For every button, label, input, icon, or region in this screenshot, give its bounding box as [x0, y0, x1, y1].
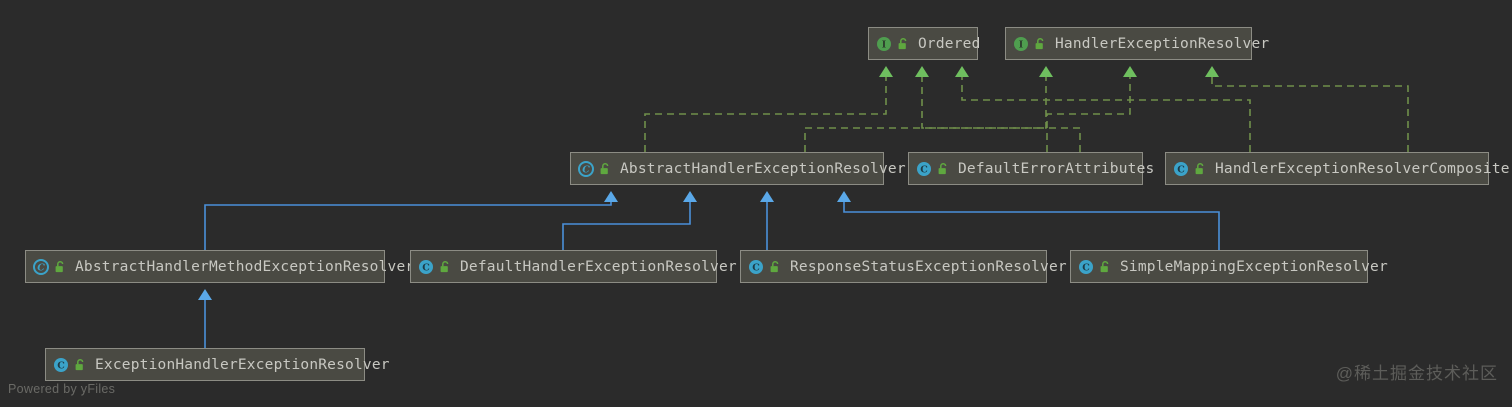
class-node-simple-mapping-exception-resolver[interactable]: C SimpleMappingExceptionResolver	[1070, 250, 1388, 283]
class-node-label: ResponseStatusExceptionResolver	[790, 258, 1067, 275]
edge-arrowhead	[1205, 66, 1219, 77]
edge-smer-to-ahe	[837, 191, 1220, 250]
unlocked-lock-icon	[1195, 162, 1204, 174]
class-node-default-handler-exception-resolver[interactable]: C DefaultHandlerExceptionResolver	[410, 250, 737, 283]
unlocked-lock-icon	[55, 260, 64, 272]
edge-arrowhead	[955, 66, 969, 77]
edge-arrowhead	[915, 66, 929, 77]
svg-text:C: C	[37, 262, 45, 273]
edge-line	[961, 77, 1251, 152]
class-node-handler-exception-resolver[interactable]: I HandlerExceptionResolver	[1005, 27, 1269, 60]
node-icon-group: C	[748, 259, 782, 275]
edge-arrowhead	[837, 191, 851, 202]
svg-text:C: C	[1177, 164, 1185, 175]
edge-arrowhead	[1039, 66, 1053, 77]
svg-text:C: C	[57, 360, 65, 371]
edge-ahe-to-ordered	[644, 66, 893, 152]
yfiles-watermark: Powered by yFiles	[8, 382, 116, 396]
class-icon: C	[54, 357, 68, 372]
edge-line	[804, 77, 1047, 152]
edge-rser-to-ahe	[760, 191, 774, 250]
edge-line	[843, 202, 1220, 250]
class-node-response-status-exception-resolver[interactable]: C ResponseStatusExceptionResolver	[740, 250, 1067, 283]
edge-arrowhead	[198, 289, 212, 300]
brand-watermark: @稀土掘金技术社区	[1335, 364, 1498, 383]
edge-eher-to-ahmer	[198, 289, 212, 348]
edge-line	[204, 202, 612, 250]
edge-ahe-to-her	[804, 66, 1053, 152]
class-node-label: DefaultErrorAttributes	[958, 160, 1155, 177]
class-node-label: ExceptionHandlerExceptionResolver	[95, 356, 390, 373]
edge-arrowhead	[879, 66, 893, 77]
class-node-label: HandlerExceptionResolver	[1055, 35, 1270, 52]
edge-herc-to-ordered	[955, 66, 1251, 152]
class-node-handler-exception-resolver-composite[interactable]: C HandlerExceptionResolverComposite	[1165, 152, 1509, 185]
unlocked-lock-icon	[600, 162, 609, 174]
class-icon: C	[1174, 161, 1188, 176]
edge-ahmer-to-ahe	[204, 191, 618, 250]
class-node-label: DefaultHandlerExceptionResolver	[460, 258, 737, 275]
class-node-label: AbstractHandlerMethodExceptionResolver	[75, 258, 415, 275]
class-node-default-error-attributes[interactable]: C DefaultErrorAttributes	[908, 152, 1154, 185]
edge-arrowhead	[683, 191, 697, 202]
class-node-exception-handler-exception-resolver[interactable]: C ExceptionHandlerExceptionResolver	[45, 348, 389, 381]
edge-line	[1211, 77, 1409, 152]
node-icon-group: C	[418, 259, 452, 275]
class-icon: C	[1079, 259, 1093, 274]
unlocked-lock-icon	[440, 260, 449, 272]
node-icon-group: C	[53, 357, 87, 373]
node-icon-group: C	[578, 160, 612, 177]
unlocked-lock-icon	[770, 260, 779, 272]
class-icon: C	[917, 161, 931, 176]
class-node-abstract-handler-method-exception-resolver[interactable]: C AbstractHandlerMethodExceptionResolver	[25, 250, 414, 283]
node-icon-group: C	[33, 258, 67, 275]
unlocked-lock-icon	[938, 162, 947, 174]
svg-text:C: C	[1082, 262, 1090, 273]
edge-dea-to-her	[1046, 66, 1137, 152]
node-icon-group: C	[1173, 161, 1207, 177]
edge-line	[644, 77, 887, 152]
edge-arrowhead	[1123, 66, 1137, 77]
edge-line	[1046, 77, 1131, 152]
svg-text:I: I	[882, 39, 887, 50]
class-node-label: AbstractHandlerExceptionResolver	[620, 160, 906, 177]
svg-text:I: I	[1019, 39, 1024, 50]
svg-text:C: C	[920, 164, 928, 175]
node-icon-group: I	[876, 36, 910, 52]
edge-line	[562, 202, 691, 250]
interface-icon: I	[877, 36, 891, 51]
node-icon-group: I	[1013, 36, 1047, 52]
unlocked-lock-icon	[1100, 260, 1109, 272]
class-node-abstract-handler-exception-resolver[interactable]: C AbstractHandlerExceptionResolver	[570, 152, 906, 185]
edge-arrowhead	[604, 191, 618, 202]
interface-icon: I	[1014, 36, 1028, 51]
node-icon-group: C	[1078, 259, 1112, 275]
class-node-ordered[interactable]: I Ordered	[868, 27, 980, 60]
svg-text:C: C	[752, 262, 760, 273]
unlocked-lock-icon	[898, 37, 907, 49]
class-node-label: SimpleMappingExceptionResolver	[1120, 258, 1388, 275]
class-node-label: HandlerExceptionResolverComposite	[1215, 160, 1510, 177]
svg-text:C: C	[422, 262, 430, 273]
edge-dher-to-ahe	[562, 191, 697, 250]
class-icon: C	[419, 259, 433, 274]
abstract-class-icon: C	[578, 160, 594, 177]
node-icon-group: C	[916, 161, 950, 177]
abstract-class-icon: C	[33, 258, 49, 275]
unlocked-lock-icon	[1035, 37, 1044, 49]
edge-arrowhead	[760, 191, 774, 202]
edge-line	[921, 77, 1081, 152]
edge-dea-to-ordered	[915, 66, 1081, 152]
class-icon: C	[749, 259, 763, 274]
class-node-label: Ordered	[918, 35, 981, 52]
edge-herc-to-her	[1205, 66, 1409, 152]
svg-text:C: C	[582, 164, 590, 175]
unlocked-lock-icon	[75, 358, 84, 370]
